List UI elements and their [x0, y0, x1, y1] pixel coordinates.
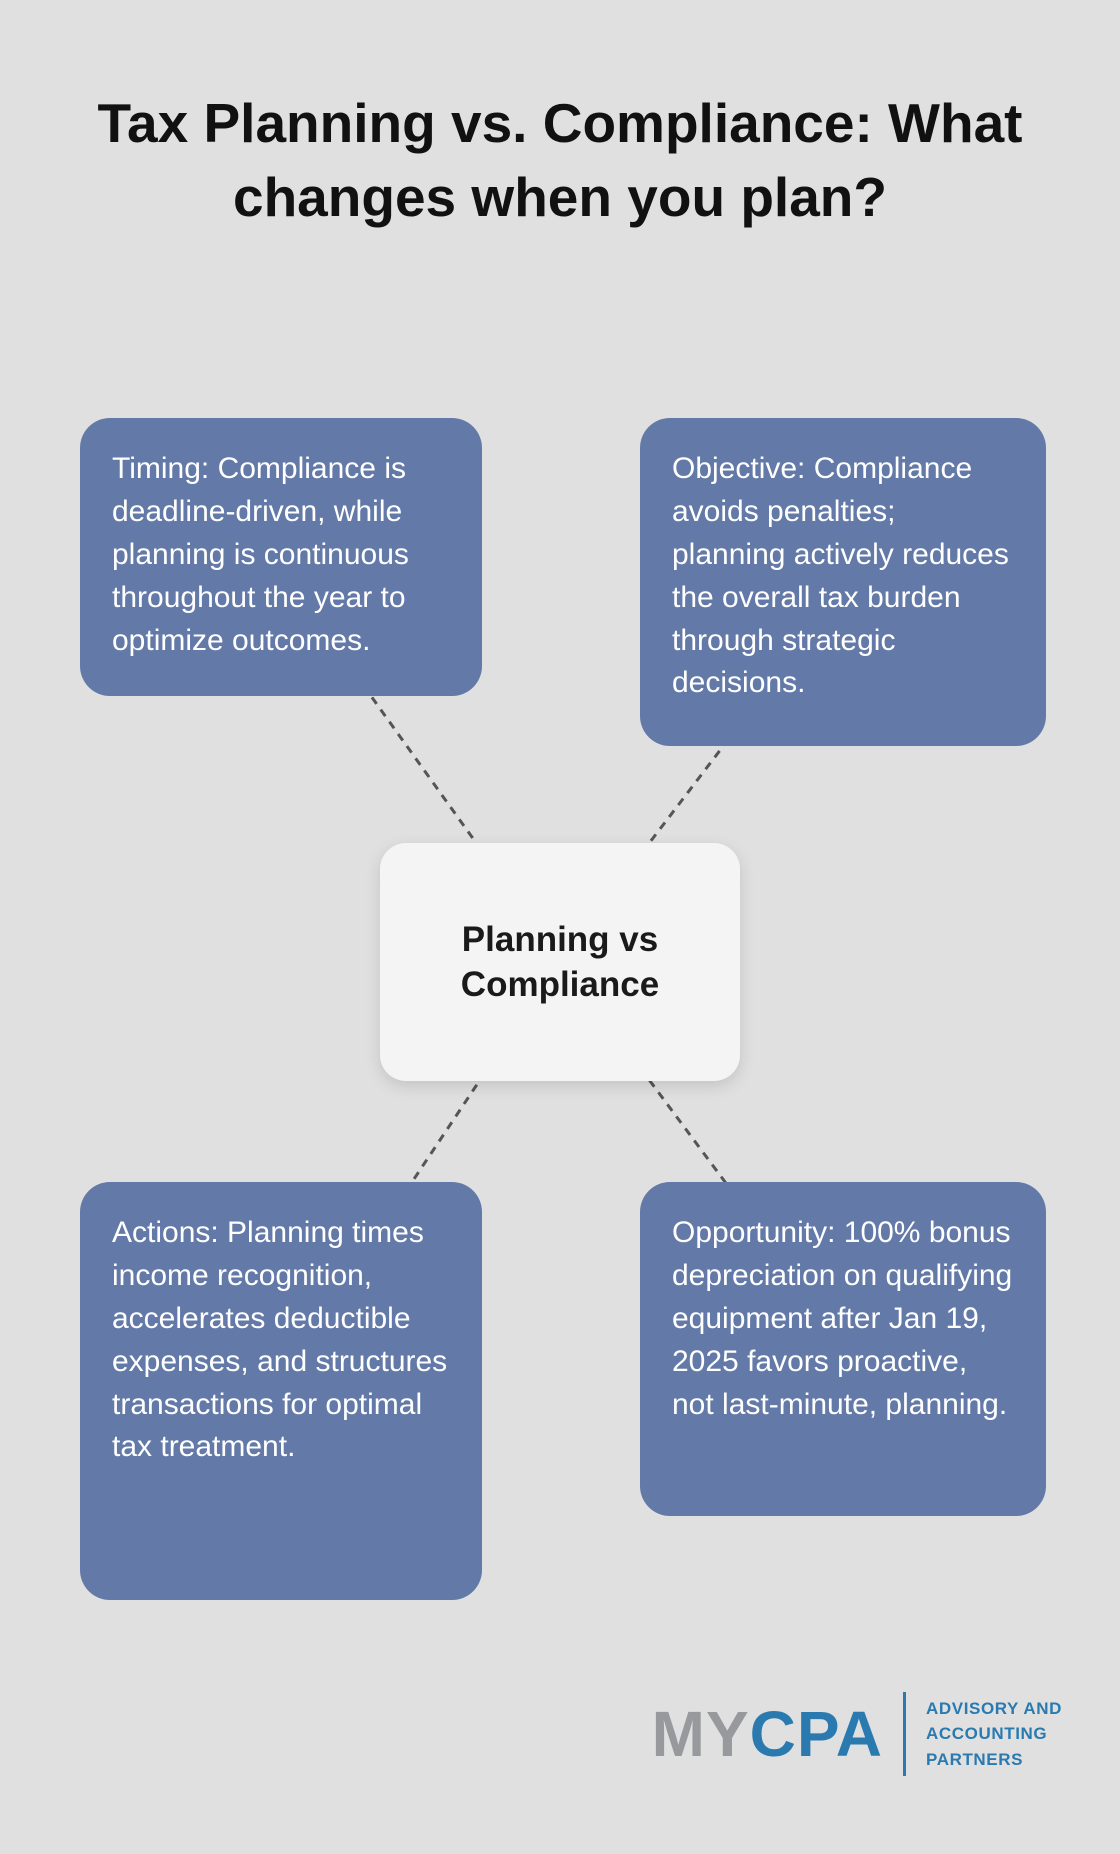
logo-tagline-line-2: ACCOUNTING — [926, 1724, 1048, 1744]
logo-wordmark: MYCPA — [652, 1702, 883, 1766]
page-title: Tax Planning vs. Compliance: What change… — [97, 92, 1023, 229]
logo-tagline-line-1: ADVISORY AND — [926, 1698, 1062, 1718]
node-actions: Actions: Planning times income recogniti… — [80, 1182, 482, 1600]
node-objective: Objective: Compliance avoids penalties; … — [640, 418, 1046, 746]
logo-tagline-line-3: PARTNERS — [926, 1749, 1024, 1769]
node-opportunity-text: Opportunity: 100% bonus depreciation on … — [672, 1216, 1013, 1421]
logo-divider — [903, 1692, 907, 1776]
node-timing-text: Timing: Compliance is deadline-driven, w… — [112, 452, 409, 657]
logo: MYCPA ADVISORY AND ACCOUNTING PARTNERS — [652, 1692, 1062, 1776]
logo-tagline: ADVISORY AND ACCOUNTING PARTNERS — [926, 1696, 1062, 1773]
node-actions-text: Actions: Planning times income recogniti… — [112, 1216, 448, 1464]
logo-suffix: CPA — [749, 1698, 884, 1770]
node-objective-text: Objective: Compliance avoids penalties; … — [672, 452, 1009, 700]
node-timing: Timing: Compliance is deadline-driven, w… — [80, 418, 482, 696]
center-node: Planning vs Compliance — [380, 843, 740, 1081]
node-opportunity: Opportunity: 100% bonus depreciation on … — [640, 1182, 1046, 1516]
center-node-label: Planning vs Compliance — [460, 919, 660, 1005]
logo-prefix: MY — [651, 1698, 750, 1770]
